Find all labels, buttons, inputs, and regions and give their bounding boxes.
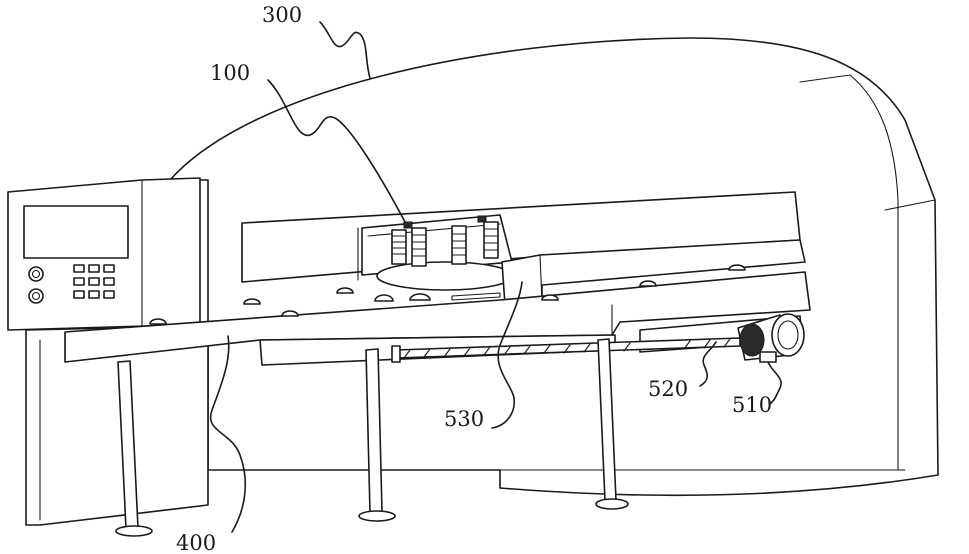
label-520: 520 <box>648 377 688 401</box>
label-530: 530 <box>444 407 484 431</box>
turret <box>362 215 513 290</box>
turret-spring-3 <box>452 226 466 264</box>
label-300: 300 <box>262 3 302 27</box>
control-knob-top <box>29 267 43 281</box>
turret-spring-4 <box>484 222 498 258</box>
control-keypad <box>74 265 114 298</box>
leader-300 <box>320 22 370 78</box>
control-screen <box>24 206 128 258</box>
label-100: 100 <box>210 61 250 85</box>
control-knob-bottom <box>29 289 43 303</box>
turret-spring-1 <box>392 230 406 264</box>
label-510: 510 <box>732 393 772 417</box>
label-400: 400 <box>176 531 216 554</box>
turret-spring-2 <box>412 228 426 266</box>
